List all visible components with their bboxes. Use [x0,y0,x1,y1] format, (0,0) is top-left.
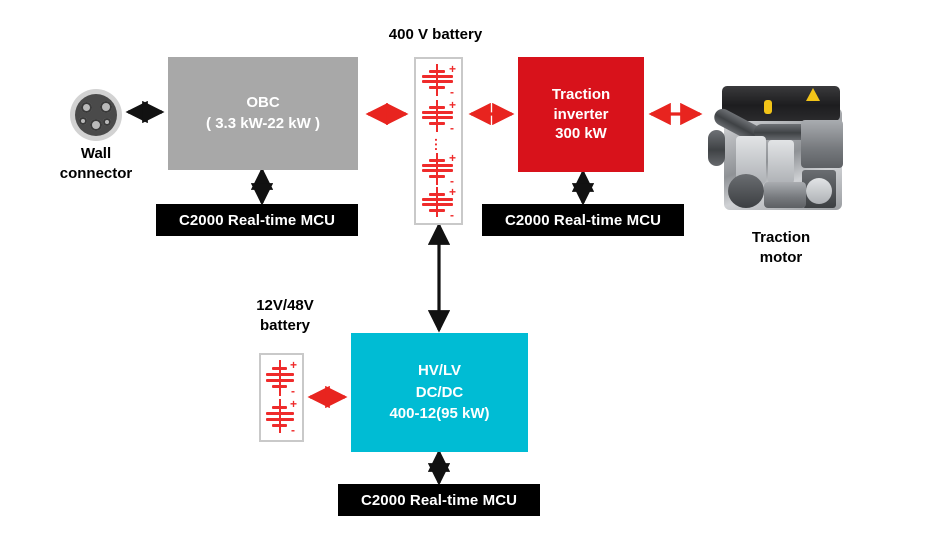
dcdc-converter-block[interactable]: HV/LV DC/DC 400-12(95 kW) [351,333,528,452]
dcdc-line2: DC/DC [415,383,464,401]
connector-pin [100,101,112,113]
battery-ellipsis: ... [431,138,447,152]
inverter-line2: inverter [553,105,609,123]
battery-cell: + - [416,185,461,222]
battery-cell: + - [416,98,461,135]
mcu-obc-block[interactable]: C2000 Real-time MCU [156,204,358,236]
battery-cell: + - [261,397,302,437]
battery-lv-title: 12V/48V battery [222,296,348,335]
battery-hv-symbol: + - + - ... + - [414,57,463,225]
battery-cell: + - [416,151,461,188]
battery-lv-title-line2: battery [259,316,311,334]
connector-pin [90,119,102,131]
battery-plus-sign: + [449,98,457,112]
wall-connector-label-line2: connector [59,164,133,182]
traction-motor-label: Traction motor [706,228,856,267]
dcdc-power-rating: 400-12(95 kW) [389,405,490,423]
mcu-inverter-label: C2000 Real-time MCU [504,211,662,229]
battery-plus-sign: + [449,62,457,76]
traction-motor-label-line2: motor [759,248,803,266]
traction-motor-label-line1: Traction [751,229,811,246]
obc-power-rating: ( 3.3 kW-22 kW ) [206,114,320,132]
inverter-power-rating: 300 kW [555,125,607,143]
battery-hv-title: 400 V battery [388,26,483,43]
battery-minus-sign: - [450,121,454,135]
connector-pin [103,118,111,126]
mcu-dcdc-label: C2000 Real-time MCU [360,491,518,509]
battery-plus-sign: + [290,397,298,411]
dcdc-line1: HV/LV [417,361,462,379]
traction-inverter-block[interactable]: Traction inverter 300 kW [518,57,644,172]
battery-lv-title-line1: 12V/48V [256,297,314,314]
obc-title: OBC [246,94,280,112]
connector-body [75,94,117,136]
battery-minus-sign: - [450,174,454,188]
wall-connector-label-line1: Wall [80,145,112,162]
battery-cell: + - [261,358,302,398]
battery-plus-sign: + [449,151,457,165]
mcu-dcdc-block[interactable]: C2000 Real-time MCU [338,484,540,516]
connector-pin [81,102,92,113]
battery-minus-sign: - [450,208,454,222]
inverter-line1: Traction [551,86,611,104]
battery-plus-sign: + [449,185,457,199]
traction-motor-image [706,78,856,214]
mcu-obc-label: C2000 Real-time MCU [178,211,336,229]
obc-block[interactable]: OBC ( 3.3 kW-22 kW ) [168,57,358,170]
battery-cell: + - [416,62,461,99]
battery-lv-symbol: + - + - [259,353,304,442]
battery-minus-sign: - [291,423,295,437]
battery-plus-sign: + [290,358,298,372]
mcu-inverter-block[interactable]: C2000 Real-time MCU [482,204,684,236]
battery-minus-sign: - [291,384,295,398]
connector-pin [79,117,87,125]
wall-connector-icon [70,89,122,141]
battery-minus-sign: - [450,85,454,99]
wall-connector-label: Wall connector [36,144,156,183]
